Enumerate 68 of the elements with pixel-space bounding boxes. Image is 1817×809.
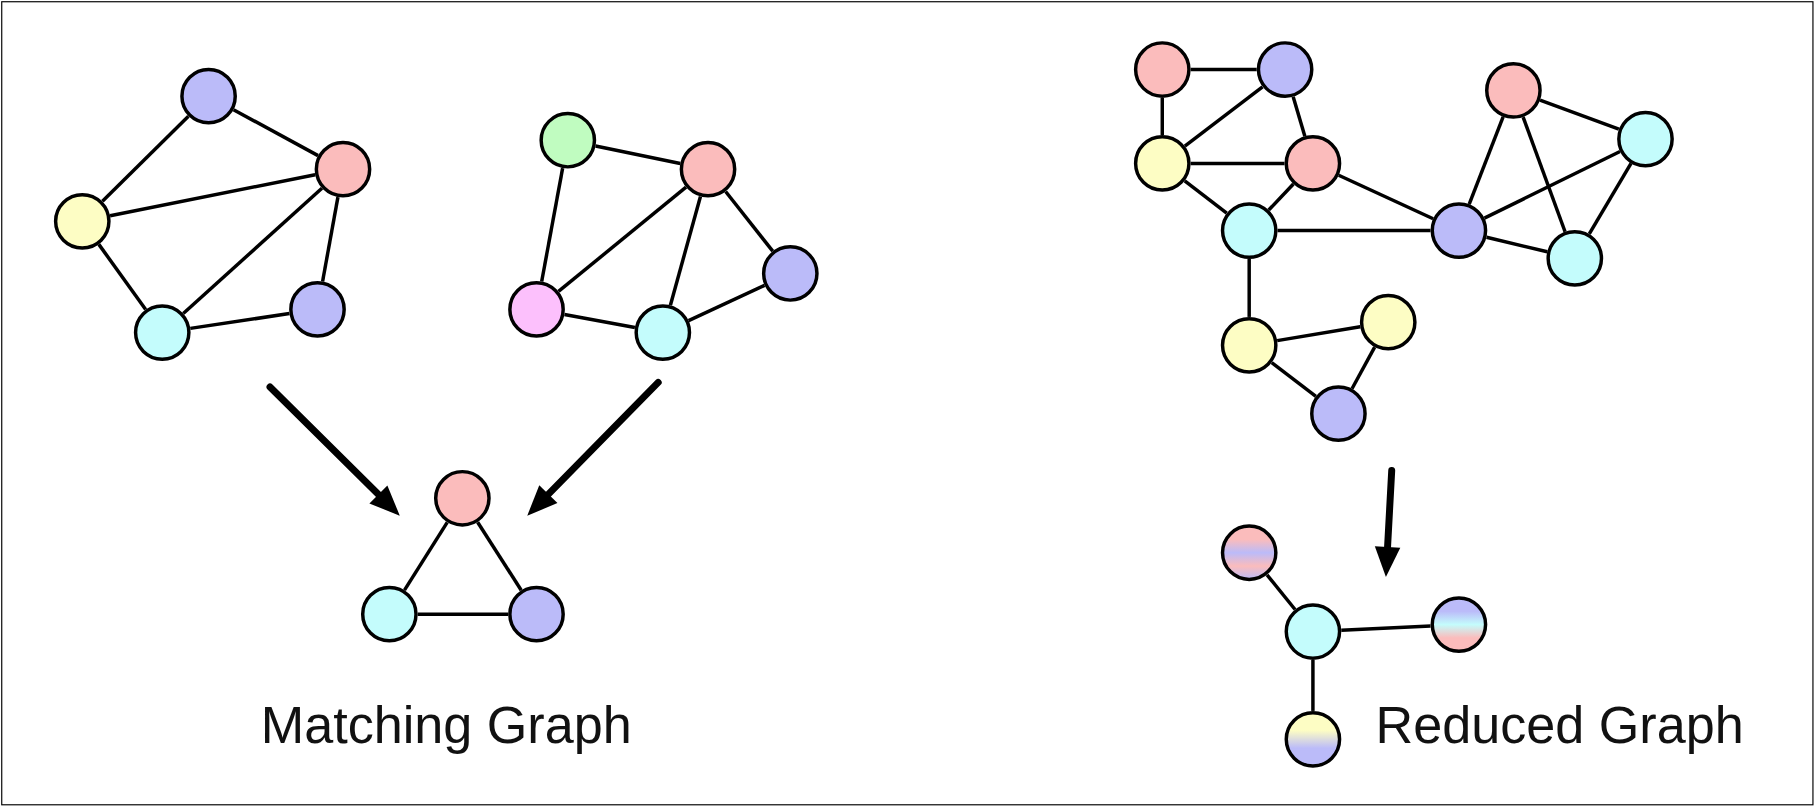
edge-line: [1247, 259, 1251, 317]
edge-line: [190, 311, 290, 331]
graph-node-circle: [1359, 293, 1417, 351]
graph-node-circle: [508, 281, 565, 338]
edge-line: [668, 196, 703, 306]
edge-line: [1276, 325, 1361, 343]
edge-line: [1183, 179, 1228, 215]
edge-line: [595, 144, 681, 166]
graph-node-circle: [1284, 603, 1342, 660]
graph-node-circle: [508, 585, 565, 643]
graph-node-circle: [1546, 230, 1604, 287]
graph-node-circle: [433, 469, 491, 527]
edge-line: [97, 243, 148, 311]
graph-node-circle: [634, 304, 692, 361]
edge-line: [1341, 624, 1431, 632]
edge-line: [557, 185, 688, 293]
edge-line: [232, 108, 319, 158]
edge-line: [109, 173, 316, 218]
edge-line: [1539, 98, 1620, 131]
graph-node-circle: [133, 304, 191, 361]
edge-line: [101, 114, 190, 203]
edge-line: [1311, 659, 1315, 711]
edge-line: [1338, 173, 1434, 221]
graph-node-circle: [1485, 62, 1542, 119]
graph-node-circle: [53, 192, 111, 250]
edge-line: [1587, 162, 1633, 235]
graph-node-circle: [1284, 710, 1342, 768]
edge-line: [1270, 361, 1317, 398]
graph-node-circle: [1617, 110, 1674, 168]
edge-line: [1521, 116, 1567, 233]
graph-node-circle: [1284, 135, 1342, 192]
edge-line: [1190, 161, 1285, 166]
edge-line: [320, 196, 340, 282]
edge-line: [1267, 182, 1295, 212]
edge-line: [1483, 150, 1621, 220]
edge-line: [1467, 116, 1505, 205]
graph-node-circle: [1430, 202, 1488, 259]
graph-node-circle: [1220, 202, 1278, 259]
edge-line: [1183, 85, 1264, 148]
graph-node-circle: [1310, 385, 1367, 443]
graph-node-circle: [1430, 596, 1488, 653]
edge-line: [417, 612, 509, 616]
graph-node-circle: [1220, 316, 1278, 374]
edge-line: [539, 167, 565, 282]
edge-line: [403, 521, 449, 592]
graph-node-circle: [539, 111, 597, 169]
edge-line: [564, 312, 636, 330]
graph-node-circle: [1133, 135, 1191, 192]
edge-line: [1291, 96, 1307, 137]
graph-node-circle: [180, 67, 237, 125]
edge-line: [1277, 228, 1431, 233]
edge-line: [476, 521, 523, 592]
graph-node-circle: [1220, 524, 1278, 582]
edge-line: [182, 186, 324, 315]
graph-node-circle: [289, 281, 346, 338]
edge-line: [724, 190, 775, 253]
graph-node-circle: [314, 140, 372, 198]
graph-node-circle: [1256, 41, 1314, 98]
edge-line: [1486, 235, 1548, 254]
edge-line: [687, 283, 766, 323]
edge-line: [1190, 67, 1257, 72]
edge-line: [1160, 97, 1164, 135]
graph-node-circle: [1133, 41, 1191, 98]
graph-node-circle: [360, 585, 418, 643]
edge-line: [1350, 346, 1377, 390]
graph-node-circle: [761, 245, 819, 302]
edge-line: [1265, 573, 1297, 611]
graph-node-circle: [679, 140, 737, 198]
